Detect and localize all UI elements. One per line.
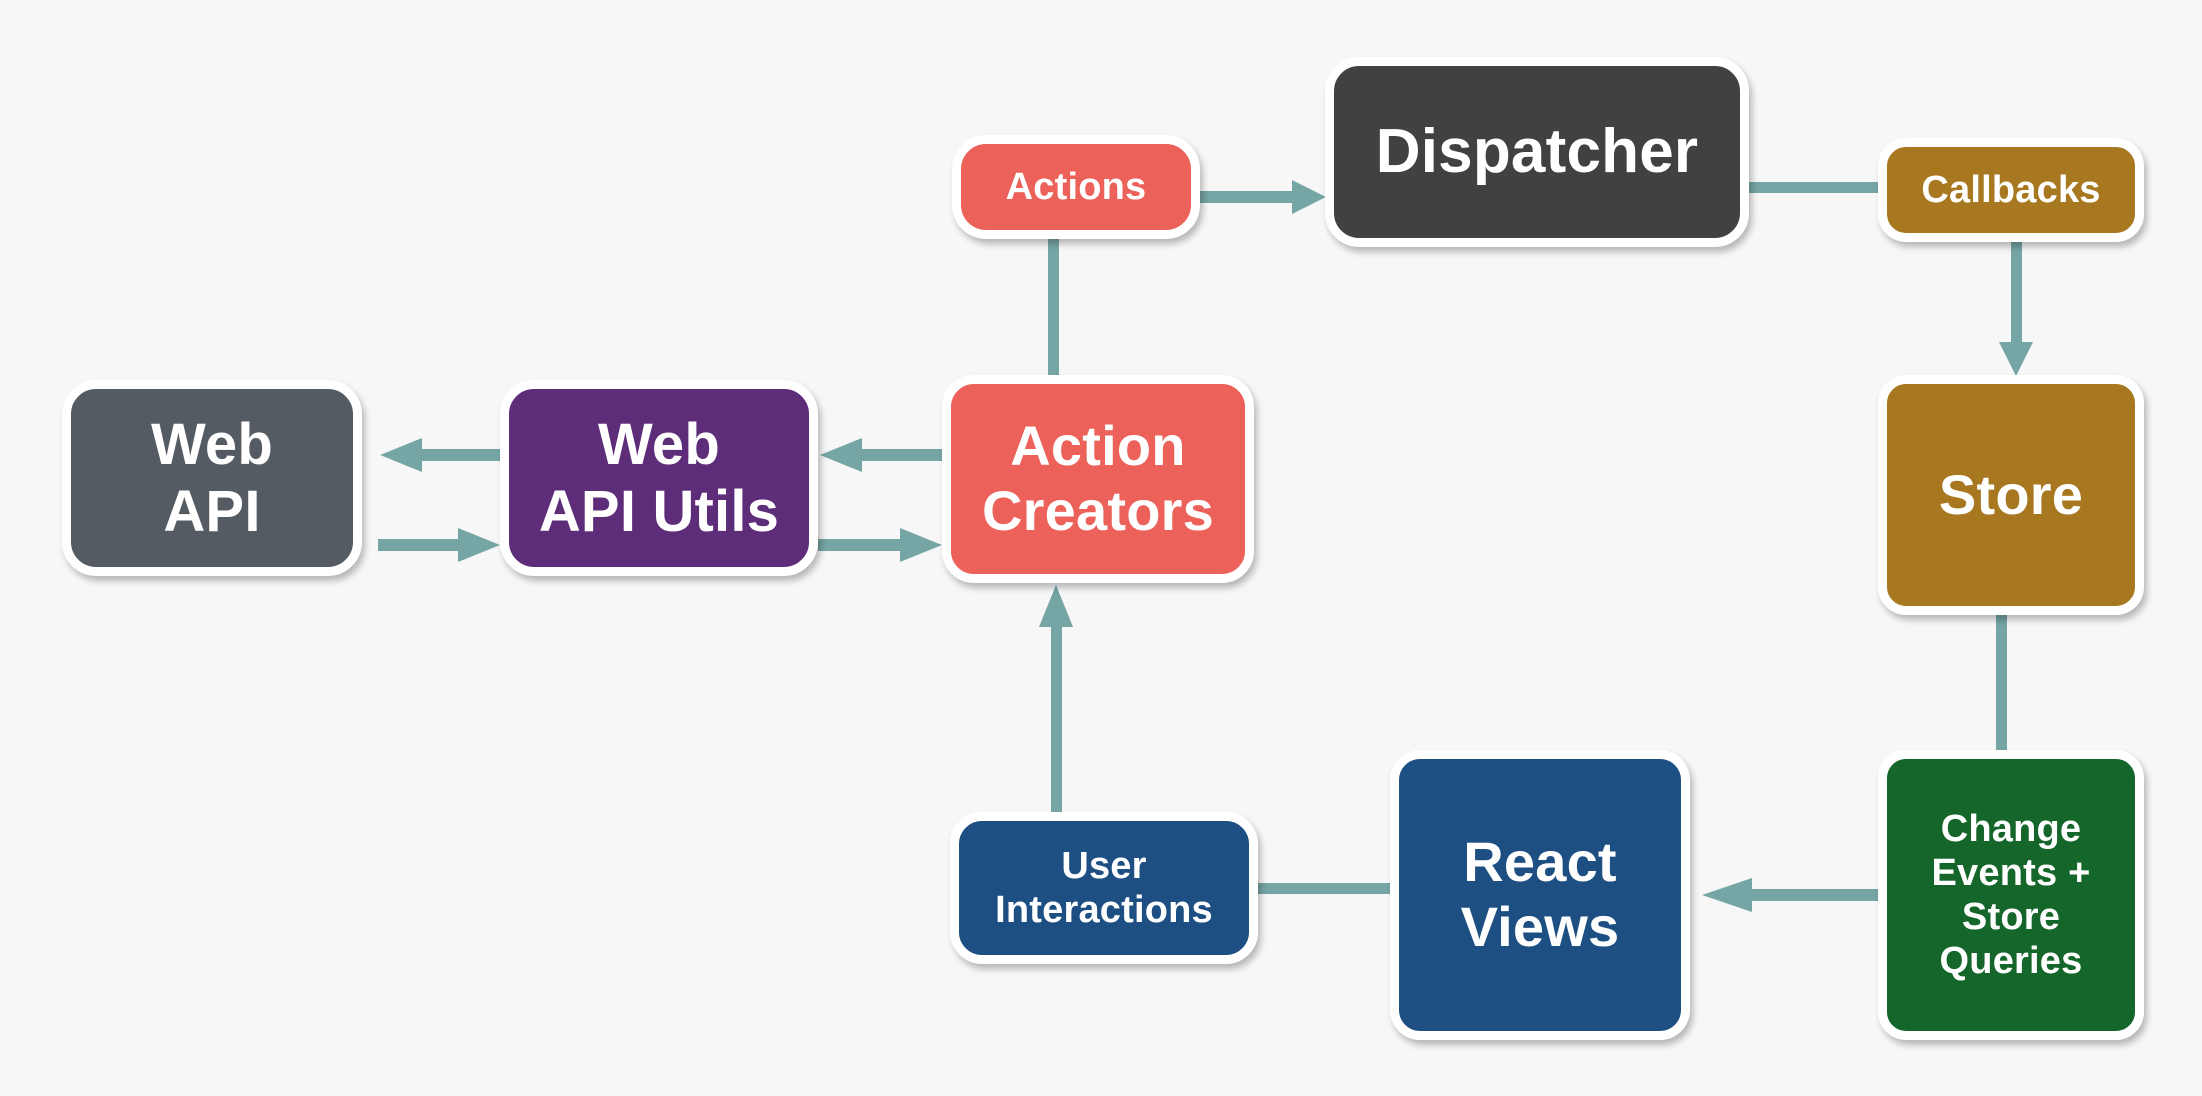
node-react-views[interactable]: React Views — [1390, 750, 1690, 1040]
connector-web-api-utils-to-web-api — [378, 434, 502, 476]
connector-callbacks-to-store — [1996, 242, 2038, 378]
connector-dispatcher-to-callbacks — [1749, 182, 1879, 194]
connector-react-views-to-user-interactions — [1258, 883, 1392, 895]
node-web-api[interactable]: Web API — [62, 380, 362, 576]
connector-store-to-change-events — [1996, 615, 2010, 751]
node-change-events-store-queries[interactable]: Change Events + Store Queries — [1878, 750, 2144, 1040]
node-user-interactions[interactable]: User Interactions — [950, 812, 1258, 964]
connector-action-creators-to-actions — [1048, 239, 1062, 376]
connector-change-events-to-react-views — [1700, 874, 1880, 916]
node-dispatcher[interactable]: Dispatcher — [1325, 57, 1749, 247]
node-web-api-utils[interactable]: Web API Utils — [500, 380, 818, 576]
connector-action-creators-to-web-api-utils — [818, 434, 944, 476]
node-change-events-label: Change Events + Store Queries — [1931, 807, 2091, 983]
node-actions-label: Actions — [1005, 165, 1147, 208]
node-action-creators[interactable]: Action Creators — [942, 375, 1254, 583]
node-web-api-label: Web API — [151, 411, 273, 544]
connector-web-api-to-web-api-utils — [378, 524, 502, 566]
node-callbacks[interactable]: Callbacks — [1878, 138, 2144, 242]
connector-actions-to-dispatcher — [1200, 176, 1328, 218]
node-user-interactions-label: User Interactions — [995, 844, 1213, 931]
node-actions[interactable]: Actions — [952, 135, 1200, 239]
node-callbacks-label: Callbacks — [1921, 168, 2101, 211]
node-dispatcher-label: Dispatcher — [1375, 117, 1699, 187]
connector-user-interactions-to-action-creators — [1036, 583, 1078, 815]
node-store[interactable]: Store — [1878, 375, 2144, 615]
node-action-creators-label: Action Creators — [982, 414, 1214, 542]
node-store-label: Store — [1938, 462, 2084, 526]
node-react-views-label: React Views — [1460, 830, 1620, 958]
node-web-api-utils-label: Web API Utils — [538, 411, 780, 544]
connector-web-api-utils-to-action-creators — [818, 524, 944, 566]
